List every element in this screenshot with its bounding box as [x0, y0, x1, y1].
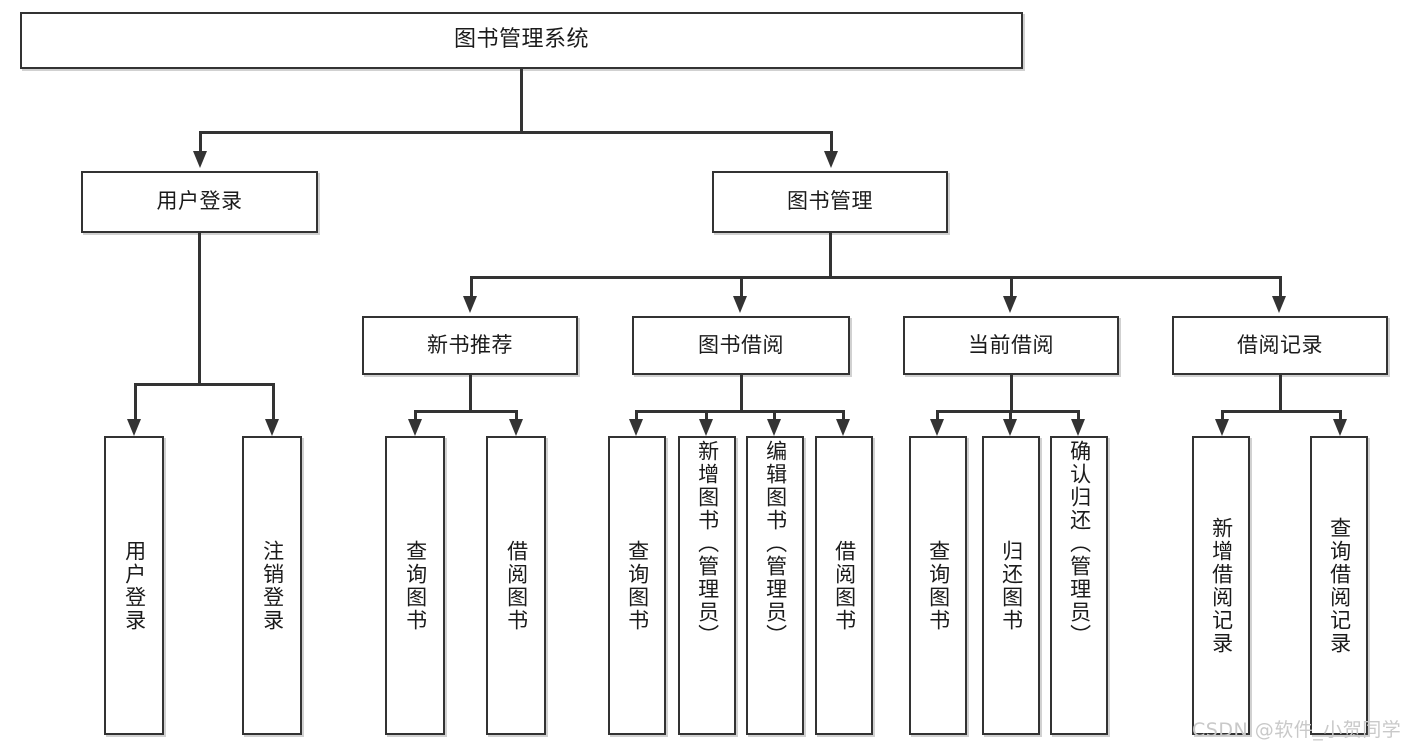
- node-root[interactable]: 图书管理系统: [20, 12, 1023, 69]
- arrow-to-borrow-record: [1272, 296, 1286, 313]
- connector-cb-drop-1: [936, 410, 939, 420]
- node-leaf-logout-login[interactable]: 注销登录: [242, 436, 302, 735]
- connector-bb-drop-4: [842, 410, 845, 420]
- node-new-book-recommend[interactable]: 新书推荐: [362, 316, 578, 375]
- node-book-management-label: 图书管理: [787, 189, 873, 214]
- arrow-to-leaf-borrow-book-2: [836, 419, 850, 436]
- node-leaf-user-login-label: 用户登录: [122, 539, 147, 632]
- connector-bm-drop-current-borrow: [1010, 276, 1013, 296]
- arrow-to-book-borrow: [733, 296, 747, 313]
- arrow-to-user-login: [193, 151, 207, 168]
- connector-cb-drop-3: [1077, 410, 1080, 420]
- csdn-watermark: CSDN @软件_小贺同学: [1192, 719, 1402, 741]
- connector-bb-drop-2: [705, 410, 708, 420]
- node-user-login[interactable]: 用户登录: [81, 171, 318, 233]
- arrow-to-leaf-borrow-book-1: [509, 419, 523, 436]
- node-leaf-add-book[interactable]: 新增图书（管理员）: [678, 436, 736, 735]
- arrow-to-leaf-return-book: [1003, 419, 1017, 436]
- node-leaf-query-book-1[interactable]: 查询图书: [385, 436, 445, 735]
- node-leaf-add-book-label: 新增图书（管理员）: [695, 440, 720, 647]
- node-leaf-return-book[interactable]: 归还图书: [982, 436, 1040, 735]
- arrow-to-new-book-recommend: [463, 296, 477, 313]
- arrow-to-current-borrow: [1003, 296, 1017, 313]
- node-leaf-edit-book-label: 编辑图书（管理员）: [763, 440, 788, 647]
- node-borrow-record-label: 借阅记录: [1237, 332, 1323, 357]
- arrow-to-leaf-edit-book: [767, 419, 781, 436]
- connector-new-book-drop-1: [414, 410, 417, 420]
- arrow-to-leaf-add-borrow-record: [1215, 419, 1229, 436]
- node-leaf-query-book-2[interactable]: 查询图书: [608, 436, 666, 735]
- connector-borrow-record-stem: [1279, 375, 1282, 410]
- arrow-to-leaf-confirm-return: [1071, 419, 1085, 436]
- connector-book-borrow-bus: [635, 410, 844, 413]
- node-leaf-borrow-book-2[interactable]: 借阅图书: [815, 436, 873, 735]
- arrow-to-leaf-user-login: [127, 419, 141, 436]
- connector-book-borrow-stem: [740, 375, 743, 410]
- connector-user-login-bus: [134, 383, 274, 386]
- node-current-borrow-label: 当前借阅: [968, 332, 1054, 357]
- arrow-to-leaf-logout-login: [265, 419, 279, 436]
- connector-bm-drop-borrow-record: [1279, 276, 1282, 296]
- node-leaf-borrow-book-1-label: 借阅图书: [504, 539, 529, 632]
- node-leaf-query-book-2-label: 查询图书: [625, 539, 650, 632]
- node-leaf-user-login[interactable]: 用户登录: [104, 436, 164, 735]
- connector-user-login-drop-2: [272, 383, 275, 419]
- node-leaf-query-borrow-record-label: 查询借阅记录: [1327, 516, 1352, 655]
- node-leaf-query-book-3[interactable]: 查询图书: [909, 436, 967, 735]
- arrow-to-book-management: [824, 151, 838, 168]
- connector-current-borrow-stem: [1010, 375, 1013, 410]
- node-leaf-borrow-book-2-label: 借阅图书: [832, 539, 857, 632]
- node-current-borrow[interactable]: 当前借阅: [903, 316, 1119, 375]
- node-borrow-record[interactable]: 借阅记录: [1172, 316, 1388, 375]
- arrow-to-leaf-query-book-3: [930, 419, 944, 436]
- arrow-to-leaf-query-book-2: [629, 419, 643, 436]
- connector-user-login-stem: [198, 233, 201, 383]
- node-book-borrow-label: 图书借阅: [698, 332, 784, 357]
- connector-book-management-stem: [829, 233, 832, 276]
- node-user-login-label: 用户登录: [156, 189, 243, 214]
- connector-br-drop-1: [1221, 410, 1224, 420]
- node-leaf-logout-login-label: 注销登录: [260, 539, 285, 632]
- node-new-book-recommend-label: 新书推荐: [427, 332, 513, 357]
- arrow-to-leaf-query-book-1: [408, 419, 422, 436]
- arrow-to-leaf-add-book: [699, 419, 713, 436]
- connector-user-login-drop-1: [134, 383, 137, 419]
- connector-bm-drop-book-borrow: [740, 276, 743, 296]
- connector-root-drop-user-login: [199, 131, 202, 151]
- connector-cb-drop-2: [1009, 410, 1012, 420]
- connector-new-book-bus: [414, 410, 517, 413]
- connector-root-stem: [520, 69, 523, 131]
- node-leaf-add-borrow-record[interactable]: 新增借阅记录: [1192, 436, 1250, 735]
- connector-new-book-drop-2: [515, 410, 518, 420]
- node-leaf-return-book-label: 归还图书: [999, 539, 1024, 632]
- node-leaf-confirm-return[interactable]: 确认归还（管理员）: [1050, 436, 1108, 735]
- node-leaf-query-book-3-label: 查询图书: [926, 539, 951, 632]
- connector-root-bus: [199, 131, 832, 134]
- node-leaf-edit-book[interactable]: 编辑图书（管理员）: [746, 436, 804, 735]
- connector-bb-drop-3: [773, 410, 776, 420]
- connector-bb-drop-1: [635, 410, 638, 420]
- node-book-borrow[interactable]: 图书借阅: [632, 316, 850, 375]
- node-leaf-query-book-1-label: 查询图书: [403, 539, 428, 632]
- connector-root-drop-book-management: [830, 131, 833, 151]
- node-leaf-borrow-book-1[interactable]: 借阅图书: [486, 436, 546, 735]
- connector-current-borrow-bus: [936, 410, 1079, 413]
- connector-borrow-record-bus: [1221, 410, 1339, 413]
- node-leaf-add-borrow-record-label: 新增借阅记录: [1209, 516, 1234, 655]
- node-book-management[interactable]: 图书管理: [712, 171, 948, 233]
- arrow-to-leaf-query-borrow-record: [1333, 419, 1347, 436]
- connector-new-book-stem: [469, 375, 472, 410]
- node-leaf-confirm-return-label: 确认归还（管理员）: [1067, 440, 1092, 647]
- node-root-label: 图书管理系统: [453, 27, 589, 53]
- connector-book-management-bus: [470, 276, 1280, 279]
- node-leaf-query-borrow-record[interactable]: 查询借阅记录: [1310, 436, 1368, 735]
- connector-bm-drop-new-book: [470, 276, 473, 296]
- connector-br-drop-2: [1339, 410, 1342, 420]
